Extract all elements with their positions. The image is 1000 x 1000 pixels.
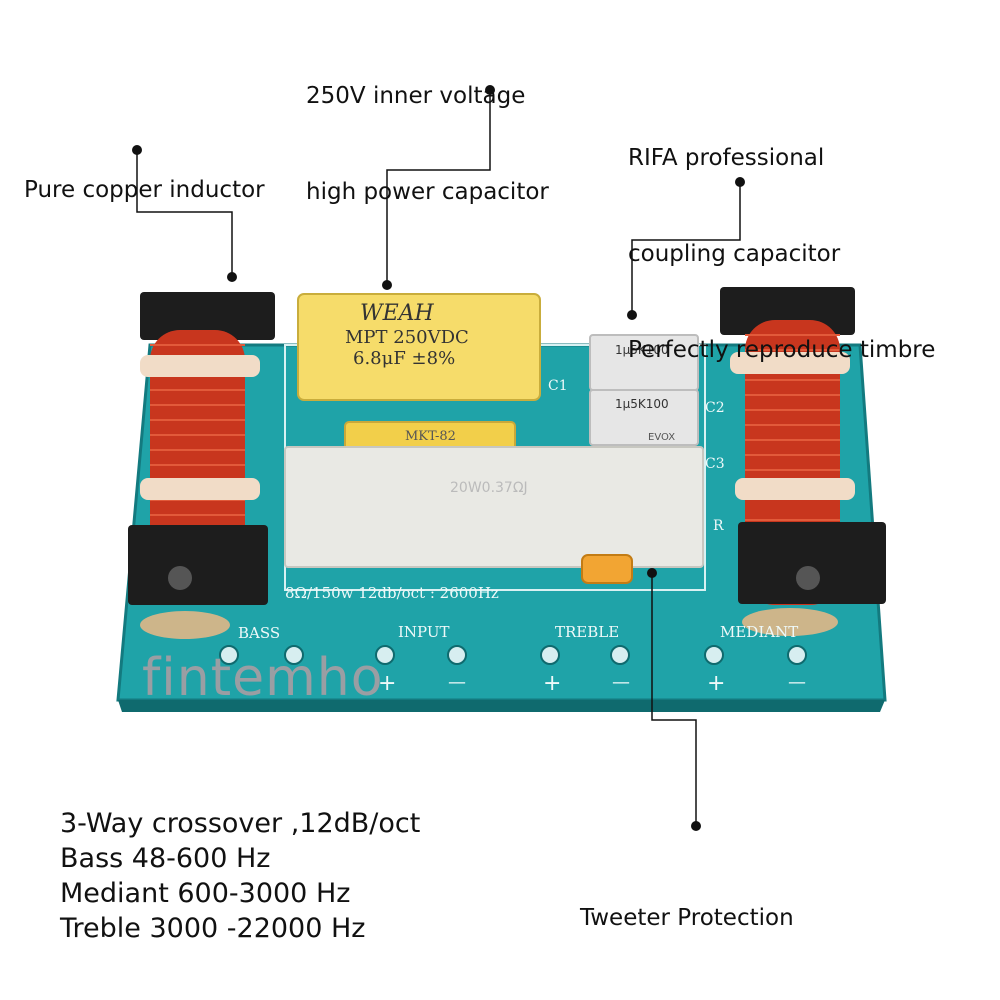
mediant-label: MEDIANT [720, 623, 798, 641]
evox-label: EVOX [648, 432, 675, 443]
input-plus: + [378, 671, 396, 696]
right-inductor [720, 287, 886, 636]
treble-plus: + [543, 671, 561, 696]
spec-line-bass: Bass 48-600 Hz [60, 843, 271, 874]
rifa-callout-line2: coupling capacitor [628, 241, 841, 267]
input-label: INPUT [398, 623, 450, 641]
callout-lines [136, 90, 741, 826]
rifa-callout-line3: Perfectly reproduce timbre [628, 337, 936, 363]
inductor-callout-text: Pure copper inductor [24, 177, 265, 203]
small-cap-label: MKT-82 [405, 429, 456, 444]
rifa-capacitor-2 [589, 389, 699, 446]
board-spec-print: 8Ω/150w 12db/oct : 2600Hz [285, 584, 499, 602]
inductor-callout: Pure copper inductor [24, 110, 265, 238]
treble-minus: — [612, 672, 630, 693]
main-capacitor [297, 293, 541, 401]
cap-rating: MPT 250VDC [345, 327, 469, 348]
power-resistor [284, 446, 704, 568]
cap-value: 6.8μF ±8% [353, 348, 455, 369]
c2-label: C2 [705, 400, 725, 416]
spec-list: 3-Way crossover ,12dB/oct Bass 48-600 Hz… [60, 806, 420, 946]
mediant-plus: + [707, 671, 725, 696]
spec-line-crossover: 3-Way crossover ,12dB/oct [60, 808, 421, 839]
capacitor-callout: 250V inner voltage high power capacitor [306, 16, 549, 240]
r-label: R [713, 518, 724, 534]
spec-line-mediant: Mediant 600-3000 Hz [60, 878, 351, 909]
rifa-2-label: 1μ5K100 [615, 397, 669, 411]
rifa-callout-line1: RIFA professional [628, 145, 825, 171]
spec-line-treble: Treble 3000 -22000 Hz [60, 913, 366, 944]
left-inductor [128, 292, 275, 639]
c3-label: C3 [705, 456, 725, 472]
treble-label: TREBLE [555, 623, 619, 641]
capacitor-callout-line2: high power capacitor [306, 179, 549, 205]
tweeter-callout: Tweeter Protection [580, 838, 794, 966]
watermark: fintemho [142, 648, 384, 708]
rifa-1-label: 1μ5K100 [615, 343, 669, 357]
c1-label: C1 [548, 378, 568, 394]
rifa-callout: RIFA professional coupling capacitor Per… [628, 78, 935, 398]
terminal-pads [219, 645, 807, 665]
tweeter-callout-text: Tweeter Protection [580, 905, 794, 931]
resistor-label: 20W0.37ΩJ [450, 480, 528, 496]
capacitor-callout-line1: 250V inner voltage [306, 83, 526, 109]
bass-label: BASS [238, 624, 280, 642]
mediant-minus: — [788, 672, 806, 693]
tweeter-protection-component [581, 554, 633, 584]
callout-dots [132, 85, 745, 831]
cap-brand: WEAH [360, 301, 435, 326]
input-minus: — [448, 672, 466, 693]
